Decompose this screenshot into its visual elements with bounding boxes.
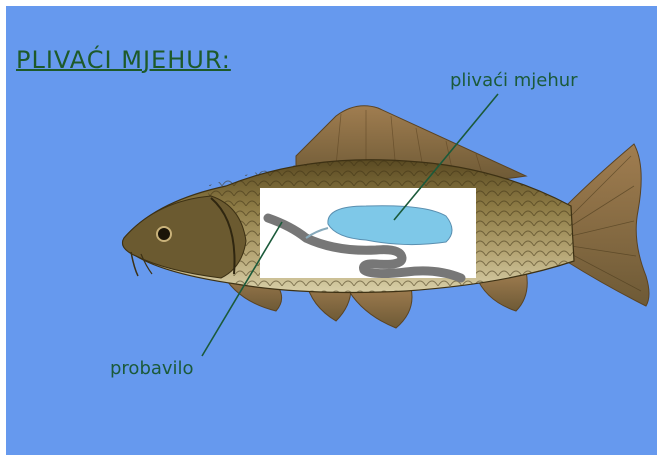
diagram-slide: PLIVAĆI MJEHUR: plivaći mjehur probavilo [6, 6, 657, 455]
fish-eye [157, 227, 171, 241]
slide-title: PLIVAĆI MJEHUR: [16, 46, 231, 74]
tail-fin [566, 144, 649, 306]
fish-head [123, 196, 247, 278]
swim-bladder-label: plivaći mjehur [450, 70, 578, 91]
digestive-tract-label: probavilo [110, 358, 194, 379]
